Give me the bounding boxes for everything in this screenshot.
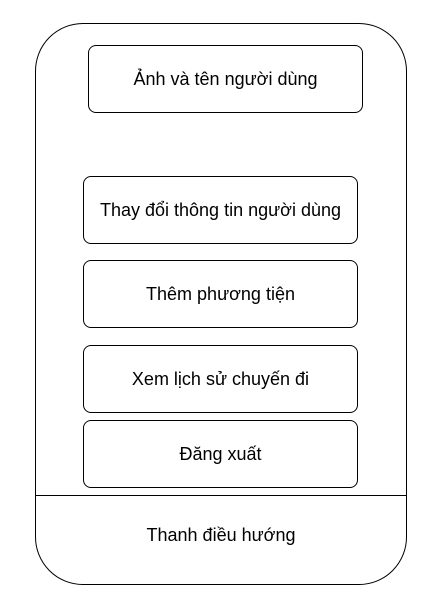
navigation-bar[interactable]: Thanh điều hướng (35, 496, 407, 574)
navigation-bar-label: Thanh điều hướng (146, 524, 296, 545)
user-profile-label: Ảnh và tên người dùng (133, 68, 318, 89)
trip-history-button[interactable]: Xem lịch sử chuyến đi (83, 345, 358, 413)
navigation-divider (35, 495, 407, 496)
logout-label: Đăng xuất (179, 443, 262, 464)
add-vehicle-button[interactable]: Thêm phương tiện (83, 260, 358, 328)
user-profile-block[interactable]: Ảnh và tên người dùng (88, 45, 363, 113)
logout-button[interactable]: Đăng xuất (83, 420, 358, 488)
trip-history-label: Xem lịch sử chuyến đi (131, 368, 310, 389)
edit-user-info-button[interactable]: Thay đổi thông tin người dùng (83, 176, 358, 244)
add-vehicle-label: Thêm phương tiện (146, 283, 295, 304)
edit-user-info-label: Thay đổi thông tin người dùng (99, 199, 341, 220)
